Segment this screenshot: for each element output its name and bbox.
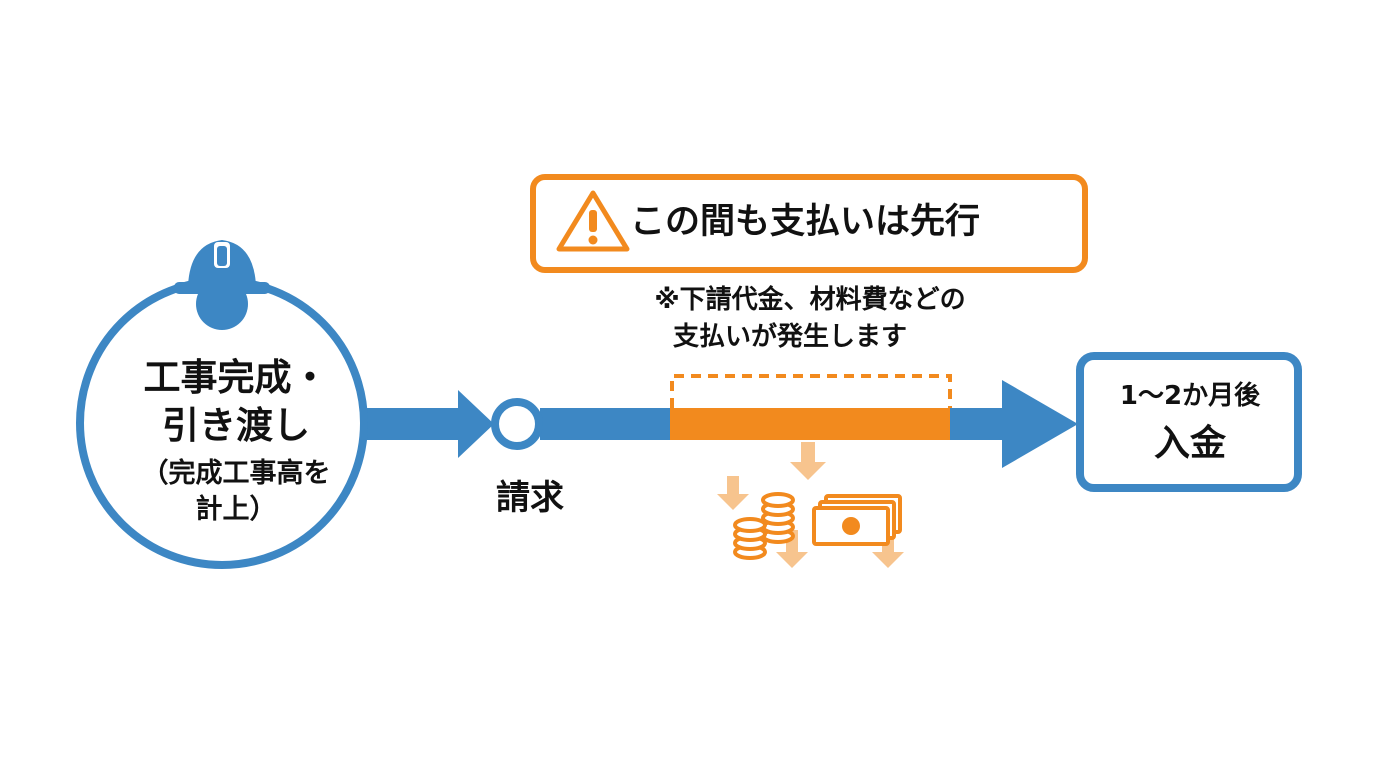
start-note-line-2: 計上） bbox=[195, 494, 277, 525]
start-note-line-1: （完成工事高を bbox=[141, 458, 331, 489]
invoice-node bbox=[491, 398, 543, 450]
timeline-segment-right bbox=[950, 408, 1006, 440]
payment-note-line-2: 支払いが発生します bbox=[672, 322, 907, 352]
warning-text: この間も支払いは先行 bbox=[630, 202, 981, 242]
hardhat-worker-icon bbox=[174, 240, 270, 330]
period-bracket bbox=[670, 374, 952, 408]
warning-icon bbox=[556, 190, 630, 252]
payment-note-line-1: ※下請代金、材料費などの bbox=[654, 285, 966, 315]
arrow-head-to-invoice bbox=[458, 390, 494, 458]
timeline-segment-middle bbox=[540, 408, 672, 440]
invoice-label: 請求 bbox=[496, 478, 564, 518]
start-title-line-1: 工事完成・ bbox=[143, 356, 329, 399]
end-timing-label: 1〜2か月後 bbox=[1119, 381, 1261, 411]
end-payment-label: 入金 bbox=[1153, 423, 1226, 464]
start-title-line-2: 引き渡し bbox=[162, 404, 310, 447]
coins-icon bbox=[733, 492, 795, 560]
arrow-head-to-payment bbox=[1002, 380, 1078, 468]
banknote-icon bbox=[812, 494, 902, 546]
down-arrow-icon bbox=[717, 442, 904, 568]
warning-box bbox=[530, 174, 1088, 273]
payment-period-bar bbox=[670, 408, 952, 440]
end-box bbox=[1076, 352, 1302, 492]
